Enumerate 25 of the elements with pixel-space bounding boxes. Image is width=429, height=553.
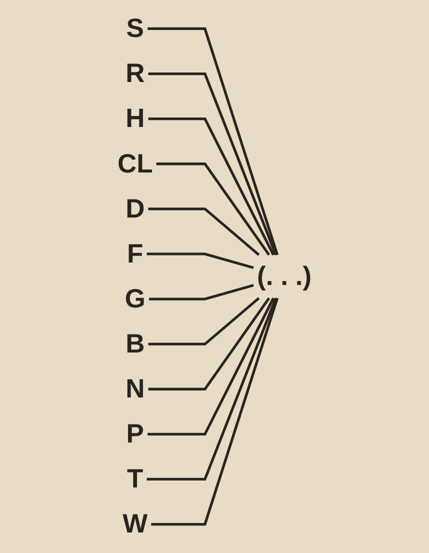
node-text: N (126, 374, 145, 404)
connector (148, 297, 260, 346)
node-text: F (127, 239, 144, 269)
node-text: S (126, 14, 144, 44)
connector (148, 72, 278, 256)
connector (151, 298, 279, 526)
connector (148, 27, 279, 256)
node-text: D (126, 194, 145, 224)
node-text: CL (117, 149, 153, 178)
connector (146, 252, 254, 270)
connector (148, 298, 275, 436)
node-text: B (126, 330, 145, 359)
node-text: R (126, 59, 145, 88)
node-text: G (124, 284, 146, 314)
connector (148, 297, 270, 390)
node-text: (. . .) (257, 262, 312, 292)
connector (156, 162, 270, 256)
node-text: H (126, 104, 145, 134)
connector (148, 208, 260, 256)
node-text: W (122, 510, 148, 539)
connector (149, 284, 254, 300)
connector (146, 298, 278, 481)
connector (148, 118, 275, 256)
node-text: P (126, 420, 144, 449)
node-text: T (127, 464, 144, 494)
